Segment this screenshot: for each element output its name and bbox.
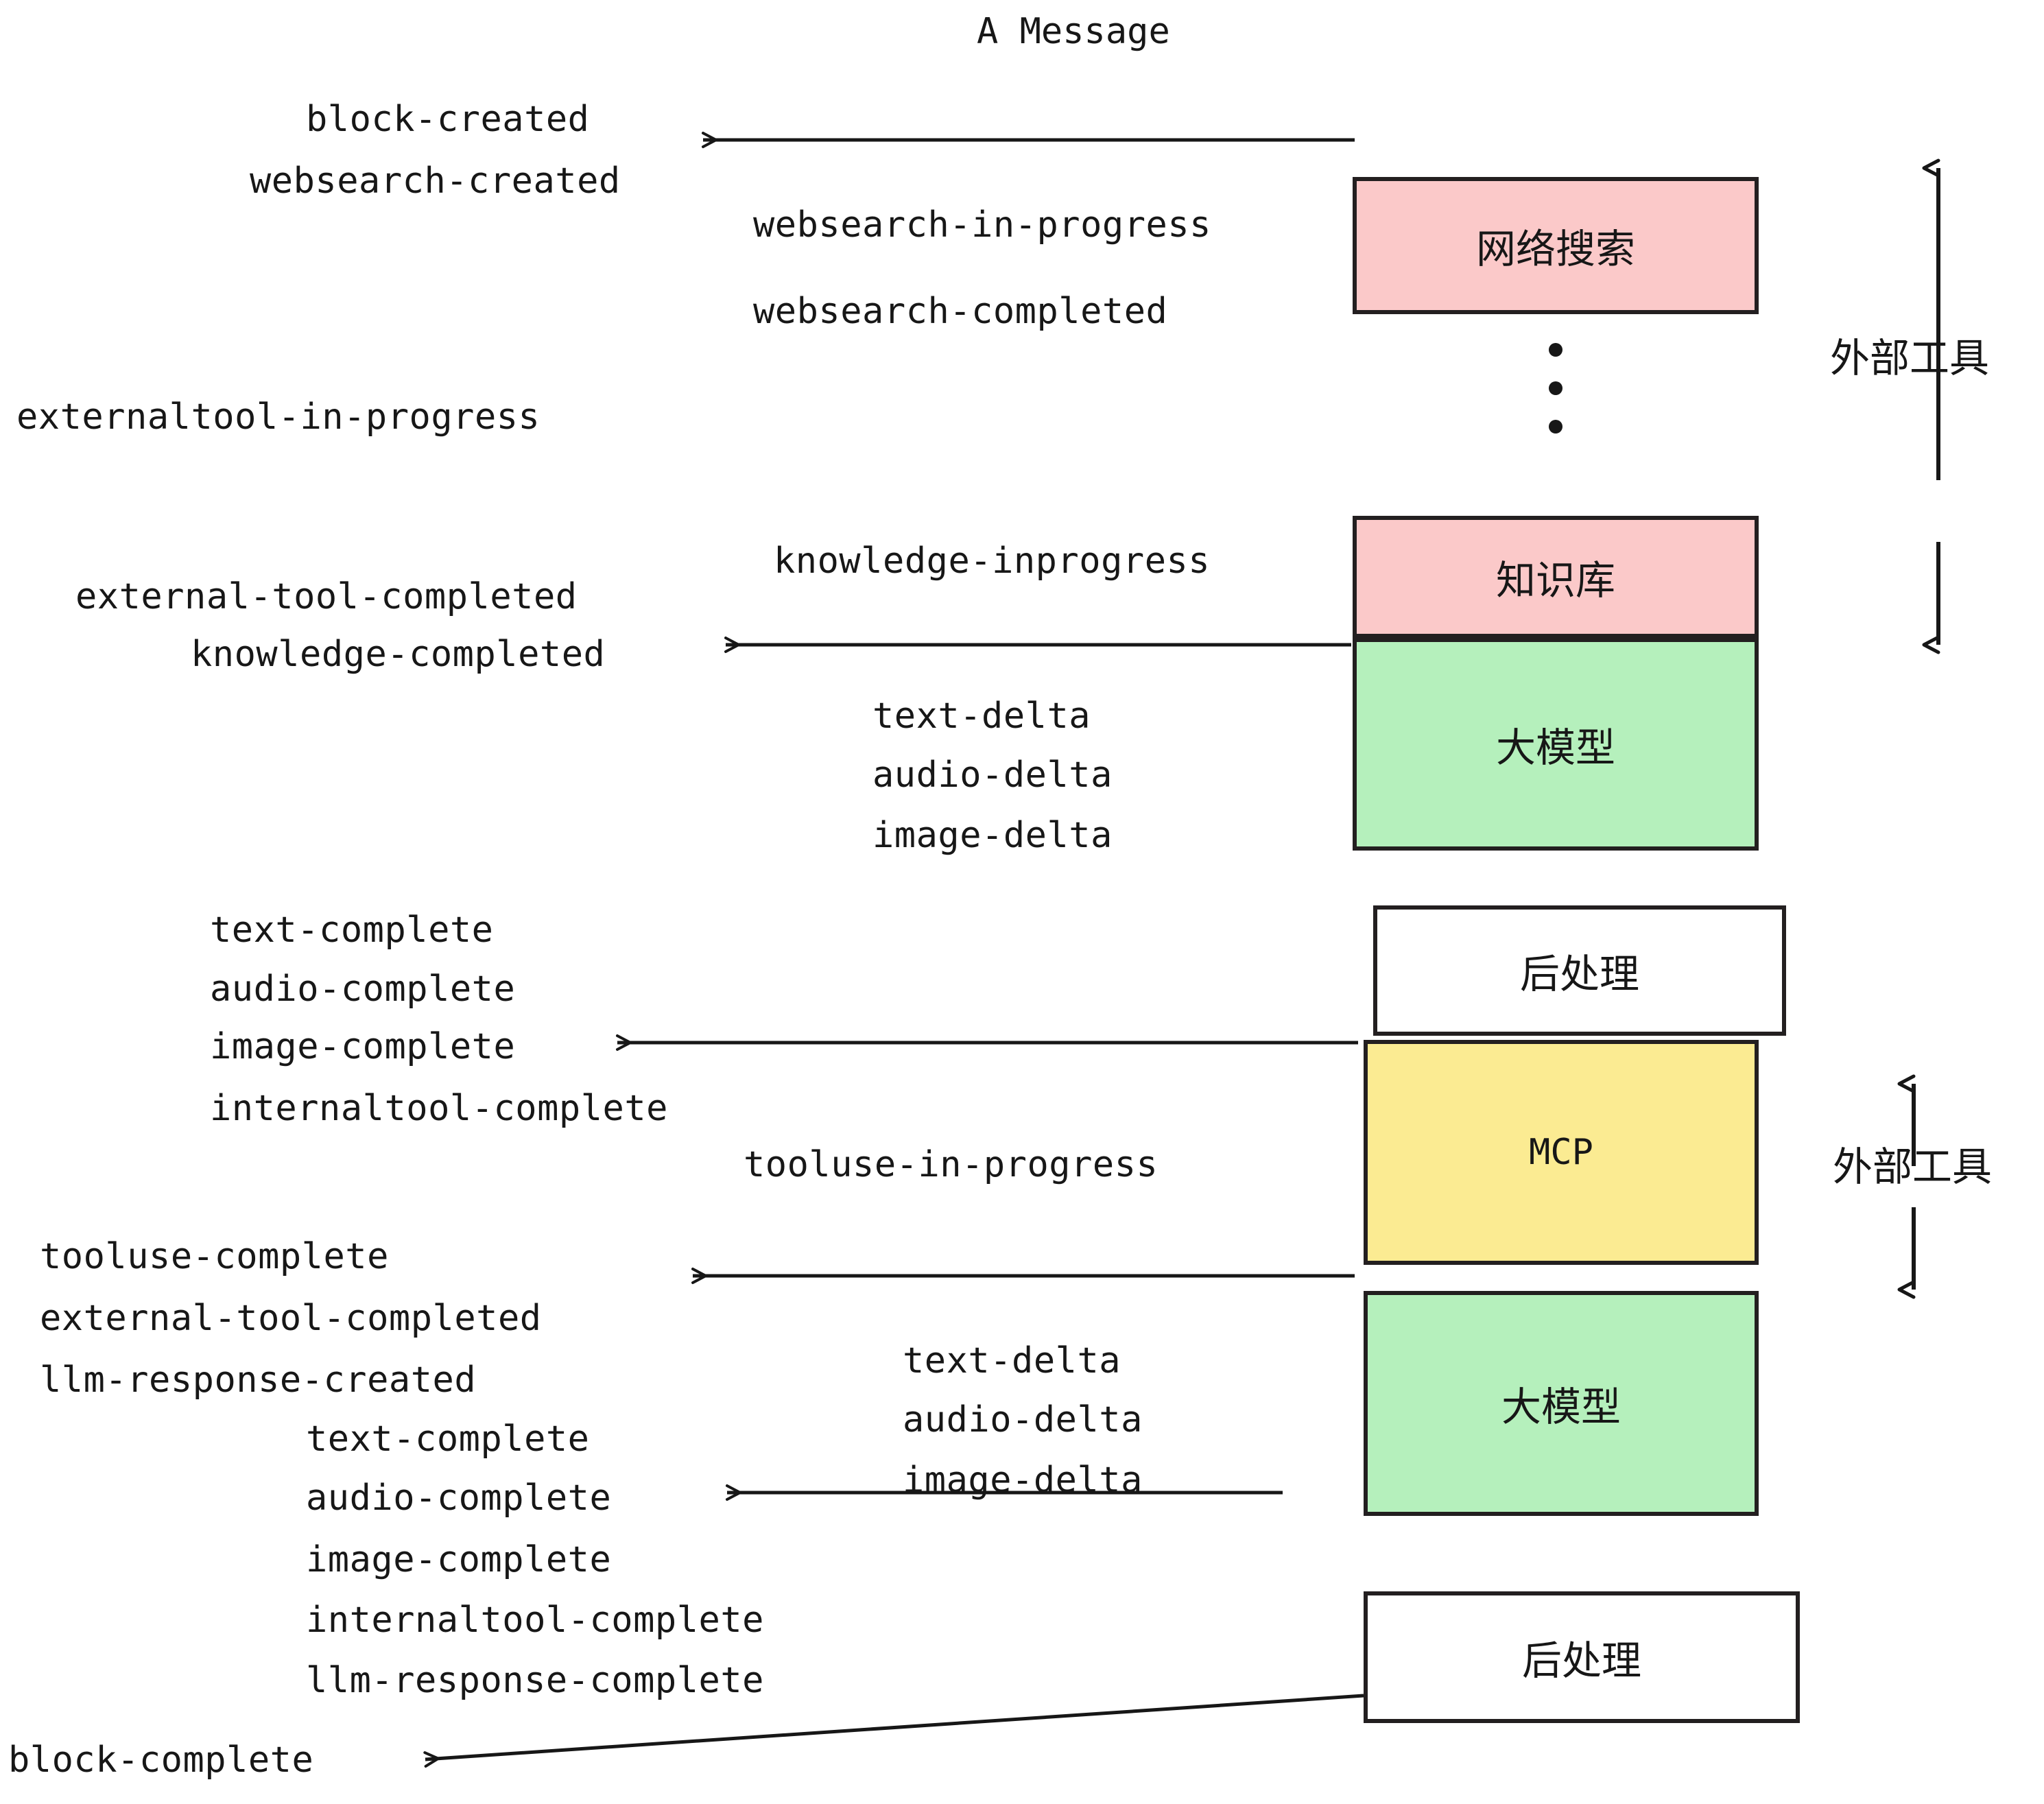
box-postprocess-2[interactable]: 后处理	[1364, 1591, 1800, 1723]
event-image-delta-2: image-delta	[903, 1460, 1143, 1501]
dot-2	[1549, 381, 1562, 395]
ellipsis-dots	[1549, 343, 1562, 434]
event-text-delta-1: text-delta	[872, 696, 1091, 737]
event-websearch-in-progress: websearch-in-progress	[753, 204, 1211, 246]
bracket-label-external-tools-top: 外部工具	[1830, 335, 1990, 381]
arrow-postprocess-to-block-complete	[423, 1694, 1364, 1768]
event-image-complete-1: image-complete	[210, 1026, 516, 1067]
event-tooluse-complete: tooluse-complete	[40, 1236, 389, 1277]
event-llm-response-complete: llm-response-complete	[306, 1660, 764, 1701]
event-audio-delta-2: audio-delta	[903, 1399, 1143, 1440]
box-llm-1[interactable]: 大模型	[1353, 638, 1759, 851]
box-postprocess-2-label: 后处理	[1521, 1637, 1641, 1684]
event-external-tool-completed-1: external-tool-completed	[75, 576, 578, 617]
event-llm-response-created: llm-response-created	[40, 1360, 477, 1401]
event-audio-complete-2: audio-complete	[306, 1477, 612, 1519]
event-websearch-created: websearch-created	[250, 161, 621, 202]
box-postprocess-1-label: 后处理	[1519, 951, 1639, 997]
box-mcp[interactable]: MCP	[1364, 1040, 1759, 1265]
event-tooluse-in-progress: tooluse-in-progress	[744, 1144, 1158, 1185]
event-externaltool-in-progress: externaltool-in-progress	[16, 396, 540, 438]
event-image-delta-1: image-delta	[872, 815, 1113, 856]
box-postprocess-1[interactable]: 后处理	[1373, 905, 1786, 1036]
event-image-complete-2: image-complete	[306, 1539, 612, 1580]
box-websearch-label: 网络搜索	[1475, 226, 1635, 272]
event-audio-delta-1: audio-delta	[872, 755, 1113, 796]
box-knowledge-label: 知识库	[1495, 557, 1615, 604]
box-websearch[interactable]: 网络搜索	[1353, 177, 1759, 314]
event-text-complete-1: text-complete	[210, 910, 494, 951]
box-llm-2-label: 大模型	[1501, 1384, 1621, 1430]
box-knowledge[interactable]: 知识库	[1353, 516, 1759, 638]
bracket-label-external-tools-bottom: 外部工具	[1833, 1143, 1993, 1190]
page-title: A Message	[977, 11, 1170, 52]
event-text-delta-2: text-delta	[903, 1340, 1121, 1381]
event-internaltool-complete-2: internaltool-complete	[306, 1600, 764, 1641]
event-internaltool-complete-1: internaltool-complete	[210, 1088, 668, 1129]
event-block-complete: block-complete	[8, 1740, 314, 1781]
dot-1	[1549, 343, 1562, 357]
event-knowledge-completed: knowledge-completed	[191, 634, 606, 675]
box-mcp-label: MCP	[1529, 1132, 1593, 1173]
event-block-created: block-created	[306, 99, 590, 140]
box-llm-1-label: 大模型	[1495, 724, 1615, 771]
box-llm-2[interactable]: 大模型	[1364, 1291, 1759, 1516]
event-external-tool-completed-2: external-tool-completed	[40, 1298, 542, 1339]
event-text-complete-2: text-complete	[306, 1419, 590, 1460]
event-websearch-completed: websearch-completed	[753, 291, 1168, 332]
dot-3	[1549, 420, 1562, 434]
event-audio-complete-1: audio-complete	[210, 969, 516, 1010]
event-knowledge-inprogress: knowledge-inprogress	[774, 541, 1211, 582]
